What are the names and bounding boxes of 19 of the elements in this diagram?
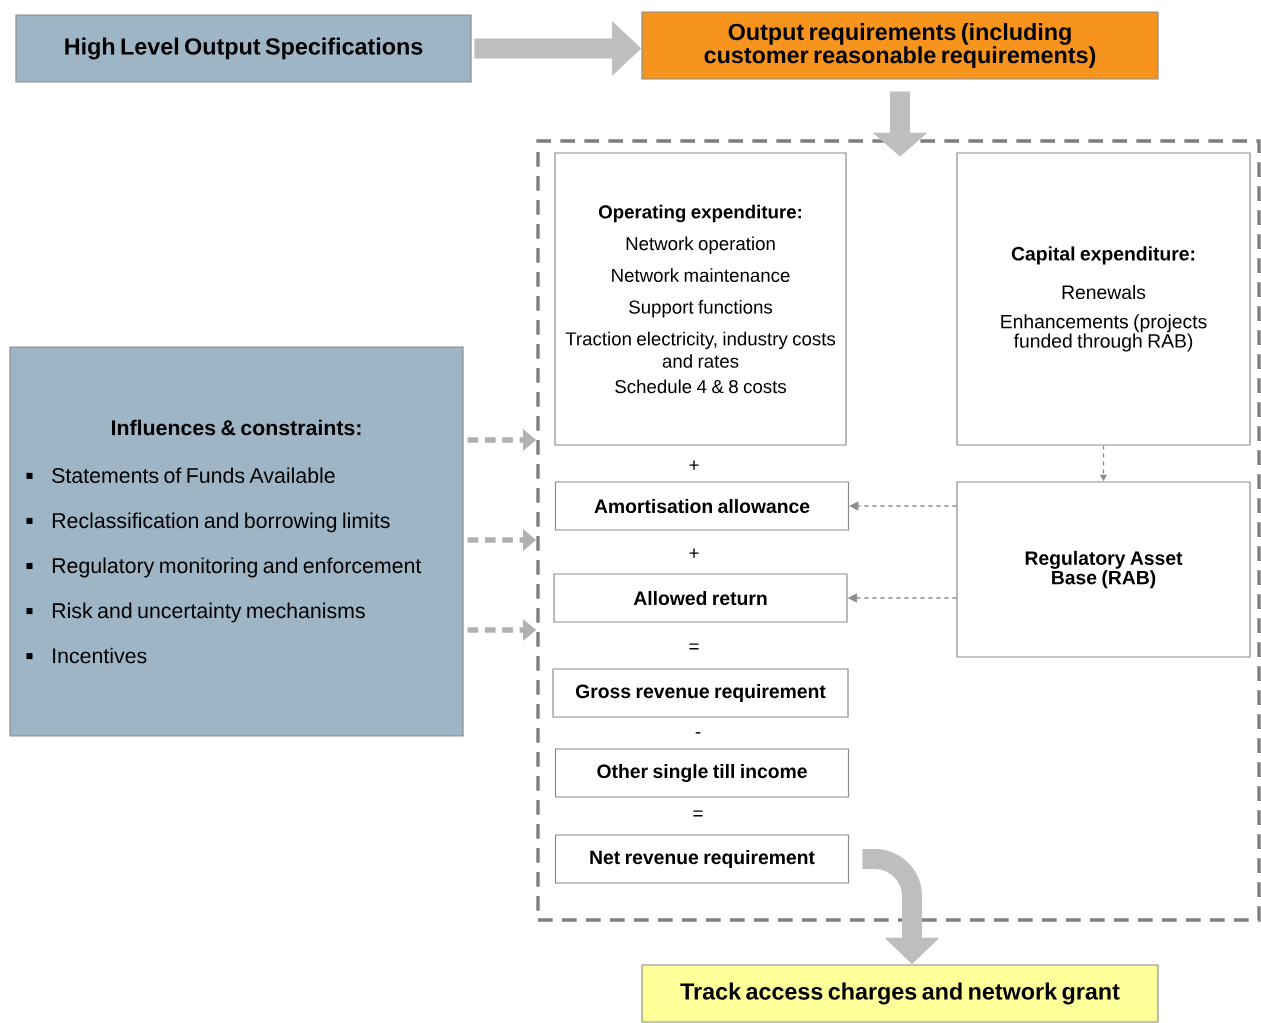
asset-base-box: Regulatory Asset Base (RAB) <box>956 481 1251 658</box>
calculation-box: Net revenue requirement <box>554 834 850 884</box>
process-box: Output requirements (including customer reasonable requirements) <box>641 11 1159 80</box>
cost-box: Capital expenditure: Renewals Enhancements (projects funded through RAB) <box>956 152 1251 446</box>
constraints-box: Influences & constraints: Statements of Funds Available Reclassification and borrowing limits Regulatory monitoring and enforcement Risk and uncertainty mechanisms Incentives <box>9 346 464 737</box>
process-box: High Level Output Specifications <box>15 14 472 83</box>
arrow <box>849 501 958 511</box>
operator-sign: + <box>689 460 699 470</box>
calculation-box: Other single till income <box>554 748 850 798</box>
calculation-box: Amortisation allowance <box>554 481 850 531</box>
operator-sign: = <box>689 643 699 650</box>
dashed-group-box <box>536 139 1261 922</box>
operator-sign: + <box>689 548 699 558</box>
operator-sign: - <box>695 732 701 734</box>
calculation-box: Gross revenue requirement <box>552 668 849 718</box>
operator-sign: = <box>693 810 703 817</box>
cost-box: Operating expenditure: Network operation Network maintenance Support functions Traction electricity, industry costs and rates Schedule 4 & 8 costs <box>554 152 847 446</box>
output-box: Track access charges and network grant <box>641 964 1159 1023</box>
calculation-box: Allowed return <box>553 573 848 623</box>
